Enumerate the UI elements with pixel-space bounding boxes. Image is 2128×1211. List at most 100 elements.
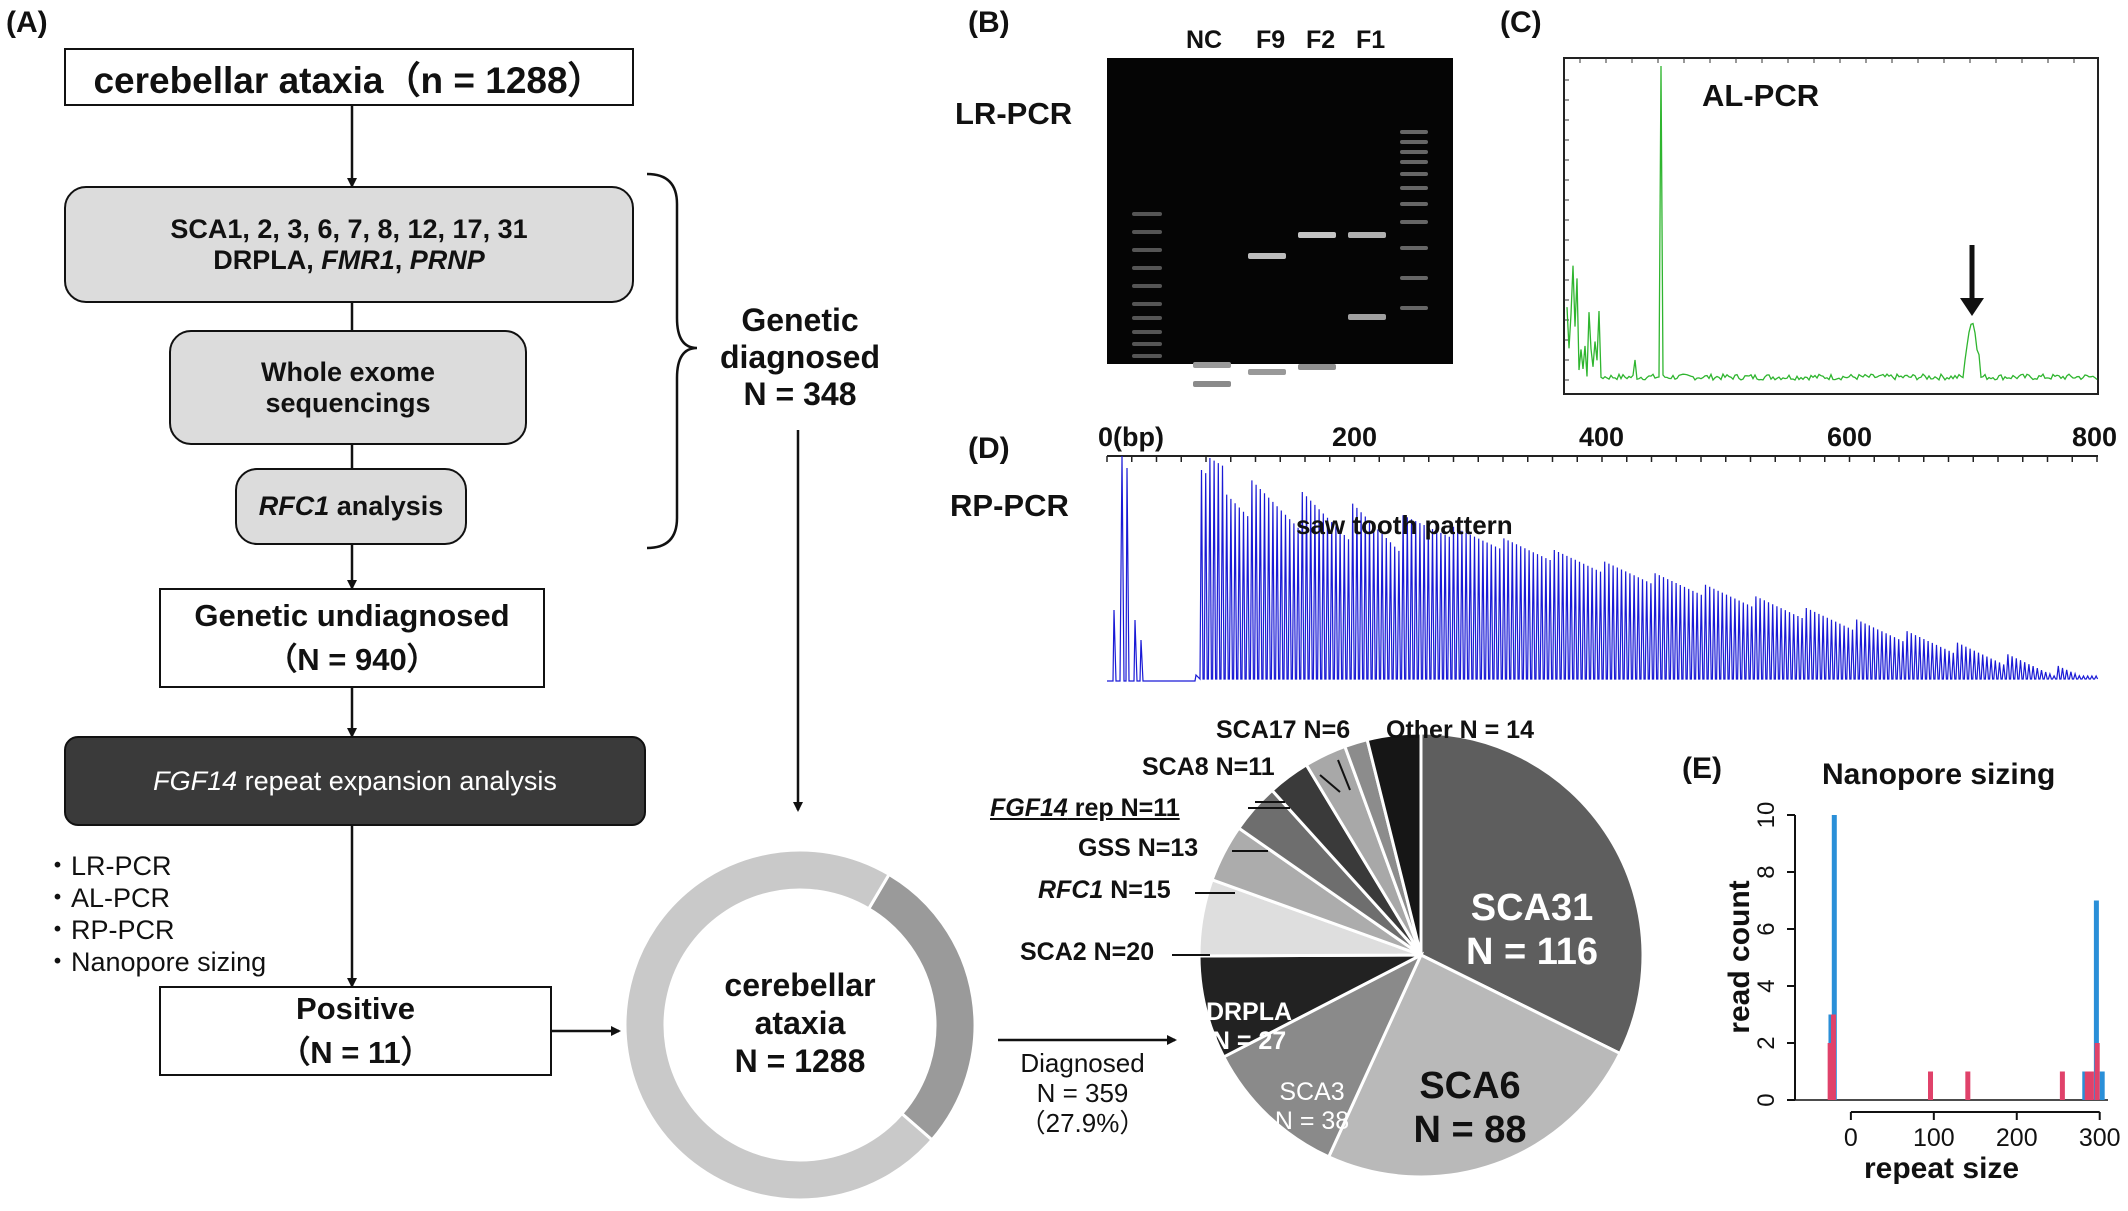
nanopore-bar	[2099, 1071, 2105, 1100]
ladder-band	[1400, 186, 1428, 190]
al-pcr-title: AL-PCR	[1702, 78, 1820, 113]
panel-label-d: (D)	[968, 432, 1010, 465]
ladder-band	[1132, 266, 1162, 270]
diagnosed-summary: Diagnosed N = 359 （27.9%）	[1019, 1048, 1146, 1138]
wes-line2: sequencings	[265, 387, 431, 418]
y-tick-label: 4	[1753, 979, 1780, 992]
lane-label-f9: F9	[1256, 26, 1286, 54]
donut-segment-undiagnosed	[623, 848, 935, 1202]
axis-tick-400: 400	[1579, 422, 1625, 452]
nanopore-bar	[1928, 1071, 1934, 1100]
gel-band	[1348, 232, 1386, 238]
ladder-band	[1132, 284, 1162, 288]
fgf14-analysis-box: FGF14 repeat expansion analysis	[64, 736, 646, 826]
lane-label-f1: F1	[1356, 26, 1386, 54]
ladder-band	[1400, 220, 1428, 224]
pie-slice-drpla	[1197, 953, 1422, 1059]
pie-slice-sca3	[1221, 951, 1425, 1159]
ladder-band	[1400, 140, 1428, 144]
x-tick-label: 0	[1844, 1124, 1858, 1152]
nanopore-bar	[2059, 1071, 2065, 1100]
wes-line1: Whole exome	[260, 356, 436, 387]
pie-label-fgf14: FGF14 rep N=11	[990, 794, 1180, 822]
flow-connectors	[347, 106, 1177, 1045]
y-tick-label: 10	[1753, 802, 1780, 829]
ladder-band	[1132, 302, 1162, 306]
gel-band	[1298, 232, 1336, 238]
nanopore-title: Nanopore sizing	[1822, 758, 2056, 791]
gel-band	[1348, 314, 1386, 320]
pie-label-other: Other N = 14	[1386, 716, 1534, 744]
method-item: ・RP-PCR	[44, 915, 175, 945]
positive-line1: Positive	[296, 990, 415, 1026]
axis-tick-800: 800	[2072, 422, 2118, 452]
undiagnosed-box: Genetic undiagnosed （N = 940）	[159, 588, 545, 688]
rp-pcr-trace	[1106, 455, 2099, 682]
pie-label-gss: GSS N=13	[1078, 834, 1199, 862]
ladder-band	[1132, 330, 1162, 334]
ladder-band	[1132, 316, 1162, 320]
ladder-band	[1400, 150, 1428, 154]
nanopore-xlabel: repeat size	[1864, 1152, 2020, 1185]
nanopore-bar	[1830, 1014, 1836, 1100]
positive-line2: （N = 11）	[279, 1034, 432, 1070]
nanopore-bar	[1965, 1071, 1971, 1100]
positive-box: Positive （N = 11）	[159, 986, 552, 1076]
pie-chart	[1197, 731, 1645, 1179]
nanopore-bar	[1827, 1043, 1833, 1100]
rfc1-label: RFC1 analysis	[258, 491, 444, 521]
lane-label-f2: F2	[1306, 26, 1336, 54]
ladder-band	[1132, 248, 1162, 252]
ladder-band	[1400, 160, 1428, 164]
x-tick-label: 100	[1913, 1124, 1955, 1152]
donut-chart	[623, 848, 977, 1202]
axis-tick-600: 600	[1827, 422, 1873, 452]
pie-label-rfc1: RFC1 N=15	[1038, 876, 1171, 904]
panel-label-a: (A)	[6, 6, 48, 39]
gel-band	[1193, 362, 1231, 368]
y-tick-label: 0	[1753, 1093, 1780, 1106]
gel-title: LR-PCR	[955, 96, 1073, 131]
nanopore-bar	[2084, 1071, 2090, 1100]
gel-band	[1298, 364, 1336, 370]
ladder-band	[1132, 230, 1162, 234]
nanopore-bar	[2093, 900, 2099, 1100]
ladder-band	[1400, 130, 1428, 134]
cohort-box: cerebellar ataxia（n = 1288）	[64, 48, 634, 106]
donut-center-label: cerebellar ataxia N = 1288	[724, 967, 876, 1079]
genetic-diagnosed-label: Genetic diagnosed N = 348	[719, 302, 880, 412]
pie-leader-lines	[1172, 759, 1351, 956]
panel-label-c: (C)	[1500, 6, 1542, 39]
ladder-band	[1132, 212, 1162, 216]
rfc1-box: RFC1 analysis	[235, 468, 467, 545]
lane-label-nc: NC	[1186, 26, 1223, 54]
axis-tick-200: 200	[1332, 422, 1378, 452]
ladder-band	[1132, 354, 1162, 358]
undiagnosed-line1: Genetic undiagnosed	[194, 597, 510, 633]
y-tick-label: 6	[1753, 922, 1780, 935]
method-item: ・Nanopore sizing	[44, 947, 267, 977]
x-tick-label: 200	[1996, 1124, 2038, 1152]
al-pcr-trace	[1563, 57, 2099, 395]
gel-band	[1193, 381, 1231, 387]
panel-label-b: (B)	[968, 6, 1010, 39]
ladder-band	[1400, 202, 1428, 206]
undiagnosed-line2: （N = 940）	[266, 641, 438, 677]
nanopore-bar	[2088, 1071, 2094, 1100]
y-tick-label: 8	[1753, 865, 1780, 878]
wes-box: Whole exome sequencings	[169, 330, 527, 445]
pie-slice-sca31	[1419, 731, 1645, 1056]
ladder-band	[1400, 306, 1428, 310]
axis-tick-0: 0(bp)	[1098, 422, 1164, 452]
method-item: ・LR-PCR	[44, 851, 172, 881]
screening-line1: SCA1, 2, 3, 6, 7, 8, 12, 17, 31	[170, 213, 528, 244]
nanopore-bar	[2094, 1043, 2100, 1100]
ladder-band	[1400, 246, 1428, 250]
rp-pcr-title: RP-PCR	[950, 488, 1069, 523]
ladder-band	[1400, 172, 1428, 176]
screening-box: SCA1, 2, 3, 6, 7, 8, 12, 17, 31 DRPLA, F…	[64, 186, 634, 303]
ladder-band	[1400, 276, 1428, 280]
